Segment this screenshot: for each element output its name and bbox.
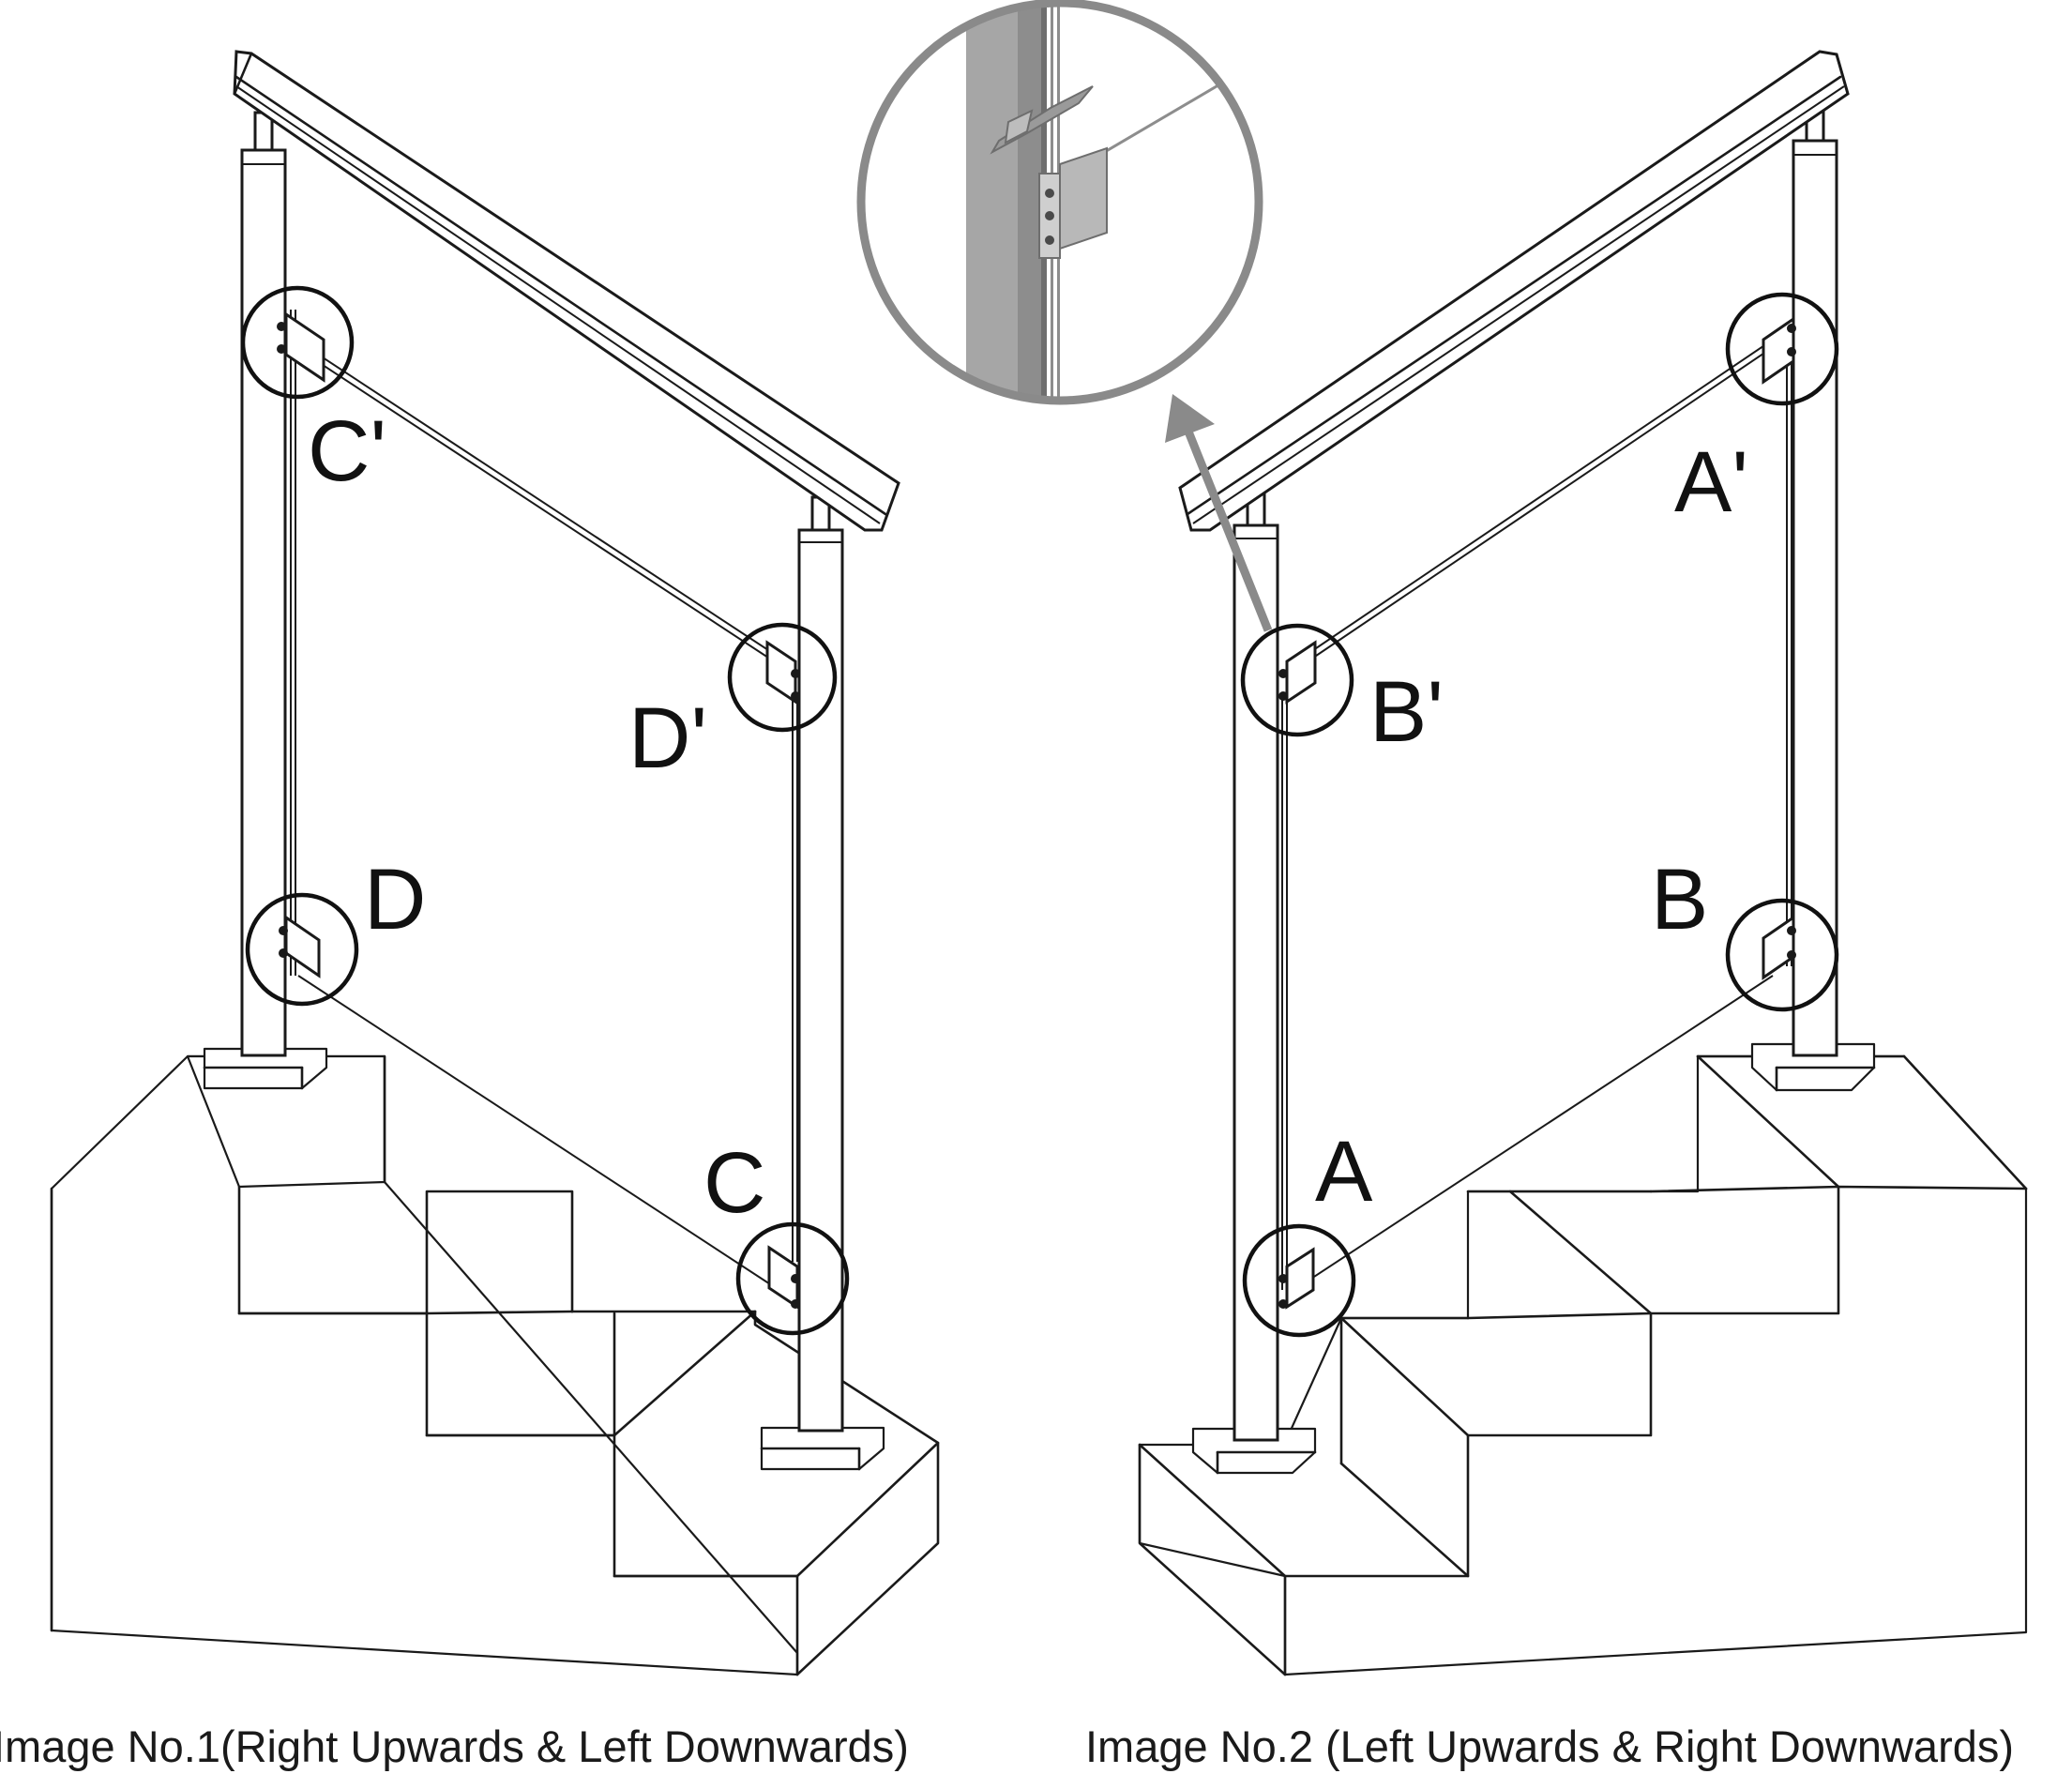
- right-staircase: [1138, 1054, 2028, 1676]
- right-clamp-a-prime: [1762, 316, 1796, 385]
- left-post-base-plate-upper: [203, 1047, 328, 1090]
- left-glass-top-edge: [292, 337, 796, 669]
- label-b-prime: B': [1369, 664, 1444, 760]
- label-d: D: [364, 852, 426, 948]
- left-ring-c-prime: [240, 285, 355, 400]
- right-ring-b: [1725, 898, 1839, 1012]
- right-clamp-b-prime: [1278, 640, 1317, 705]
- label-a-prime: A': [1674, 434, 1748, 530]
- left-clamp-c-prime: [277, 311, 325, 383]
- left-ring-d: [245, 892, 359, 1007]
- label-a: A: [1315, 1124, 1373, 1220]
- detail-magnifier: [856, 0, 1263, 405]
- right-ring-a: [1242, 1223, 1356, 1338]
- left-glass-bottom-edge: [297, 975, 787, 1296]
- detail-pointer-arrow: [1165, 394, 1273, 632]
- caption-image-1: Image No.1(Right Upwards & Left Downward…: [0, 1721, 909, 1771]
- left-tall-post: [240, 111, 287, 1057]
- label-d-prime: D': [628, 690, 707, 786]
- caption-image-2: Image No.2 (Left Upwards & Right Downwar…: [1085, 1721, 2014, 1771]
- right-railing-assembly: A' B' B A: [1138, 50, 2028, 1676]
- right-ring-a-prime: [1725, 292, 1839, 406]
- left-short-post: [797, 495, 844, 1433]
- right-glass-bottom-edge: [1286, 975, 1774, 1296]
- label-c-prime: C': [308, 403, 386, 499]
- right-clamp-a: [1278, 1247, 1315, 1310]
- left-staircase: [50, 1054, 940, 1676]
- right-post-base-plate-lower: [1191, 1427, 1317, 1475]
- left-clamp-d: [279, 915, 321, 978]
- detail-magnifier-rim: [856, 0, 1263, 405]
- left-post-base-plate-lower: [760, 1426, 885, 1471]
- left-railing-assembly: C' D' D C: [50, 50, 940, 1676]
- left-ring-c: [735, 1221, 850, 1336]
- left-clamp-c: [767, 1245, 800, 1310]
- right-short-post: [1233, 491, 1279, 1442]
- label-b: B: [1651, 852, 1708, 948]
- right-post-base-plate-upper: [1750, 1042, 1876, 1092]
- left-ring-d-prime: [727, 622, 838, 733]
- right-handrail: [1178, 50, 1850, 532]
- right-ring-b-prime: [1240, 623, 1354, 737]
- left-clamp-d-prime: [765, 640, 800, 705]
- right-clamp-b: [1762, 915, 1796, 980]
- label-c: C: [703, 1135, 765, 1231]
- left-handrail: [233, 50, 900, 532]
- right-glass-top-edge: [1286, 329, 1788, 669]
